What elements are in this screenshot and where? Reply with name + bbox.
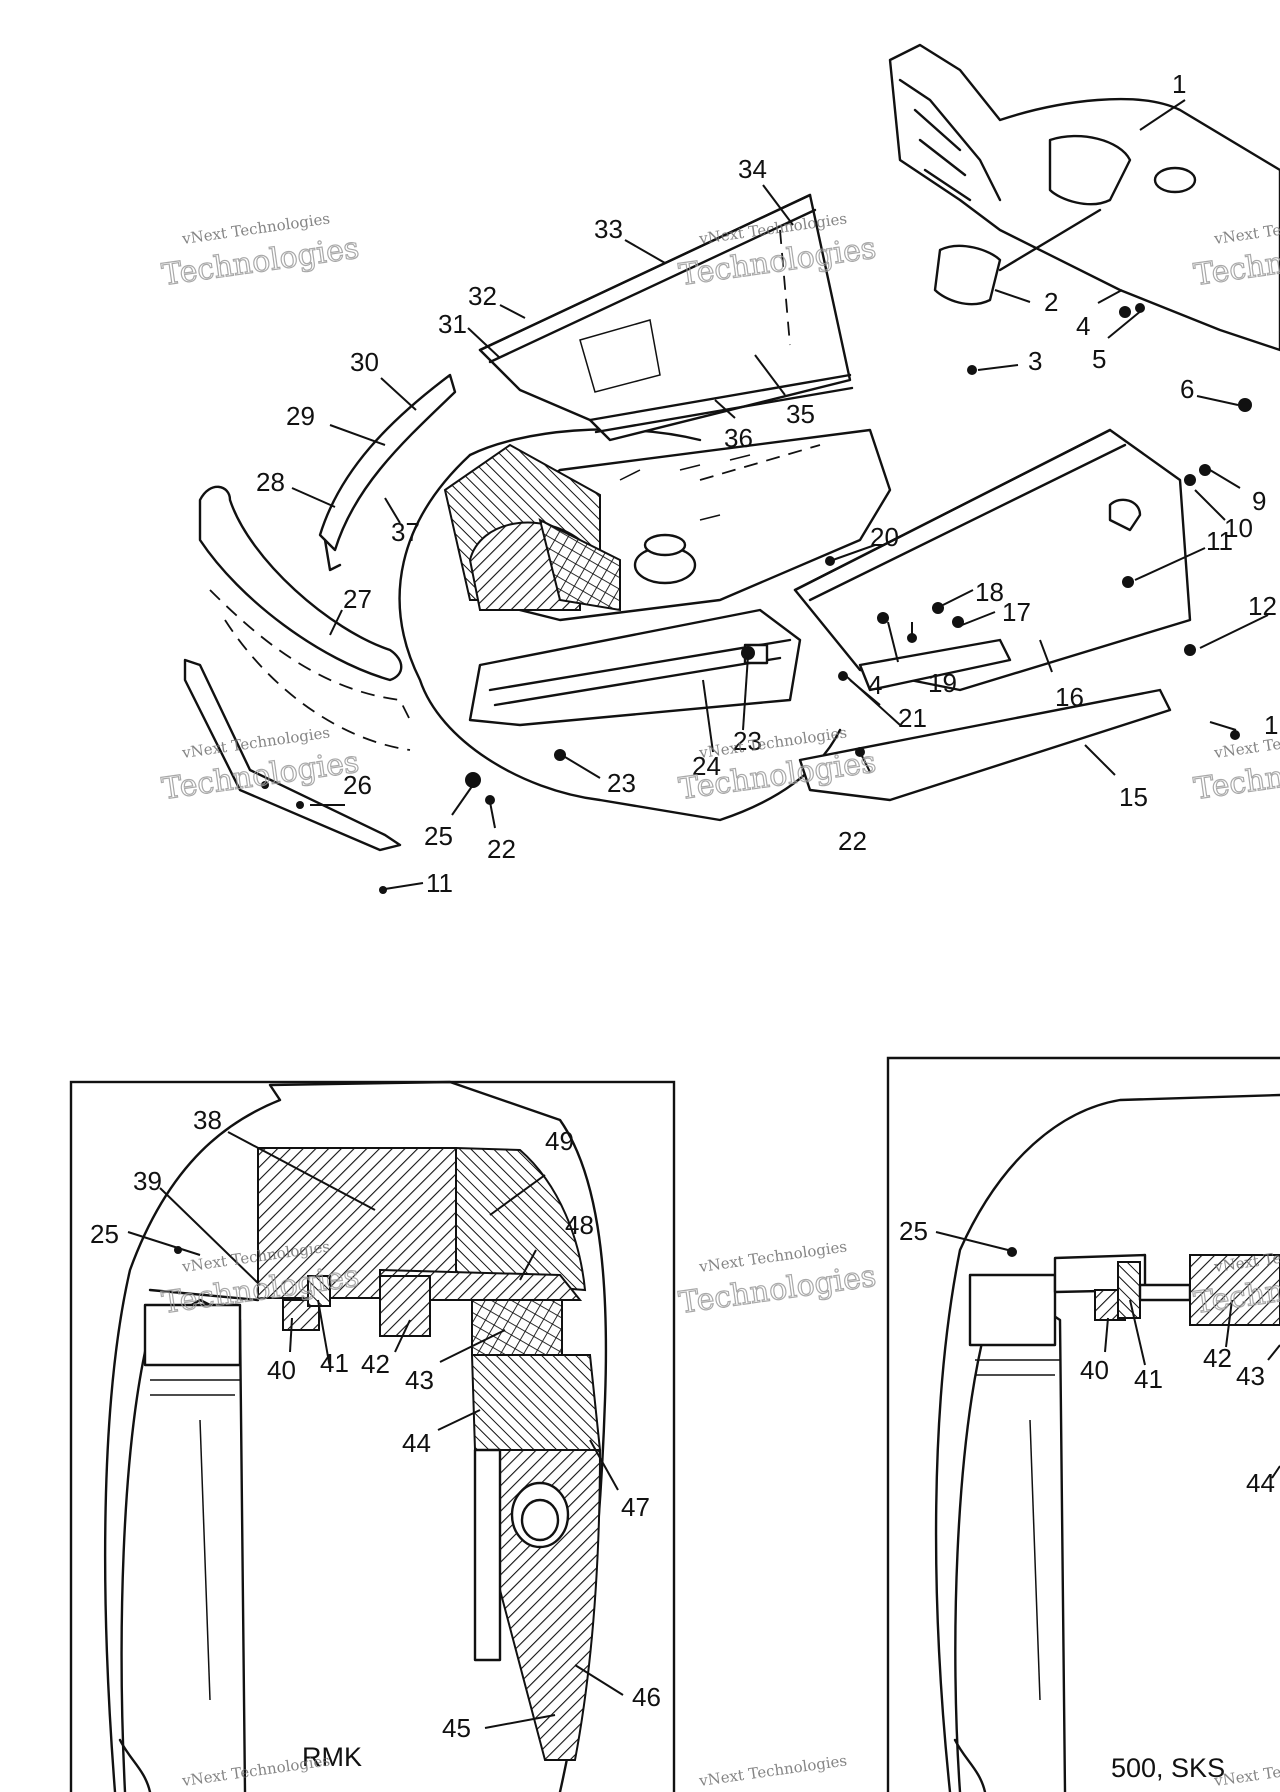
- callout: 25: [899, 1216, 928, 1246]
- callout: 1: [1264, 710, 1278, 740]
- callout: 11: [426, 868, 453, 898]
- callout: 22: [838, 826, 867, 856]
- callout: 12: [1248, 591, 1277, 621]
- callout: 47: [621, 1492, 650, 1522]
- callout: 5: [1092, 344, 1106, 374]
- callout: 41: [320, 1348, 349, 1378]
- watermark: vNext Technologies: [697, 1751, 848, 1790]
- block-r42: [1189, 1254, 1280, 1326]
- callout: 34: [738, 154, 767, 184]
- callout: 29: [286, 401, 315, 431]
- callout: 23: [733, 726, 762, 756]
- fasteners: [379, 303, 1252, 894]
- callout: 4: [868, 670, 882, 700]
- exploded-hood-assembly: 1 2 3 4 5 6 9 10 11 12 1 15 16 17 18 19 …: [183, 43, 1280, 898]
- callout: 6: [1180, 374, 1194, 404]
- callout: 31: [438, 309, 467, 339]
- svg-text:vNext Technologies: vNext Technologies: [180, 1751, 331, 1790]
- callout: 40: [267, 1355, 296, 1385]
- callout: 36: [724, 423, 753, 453]
- watermark: vNext Technologies Technologies: [159, 209, 362, 293]
- watermark: vNext Technologies Technologies: [676, 1237, 879, 1321]
- block-44: [470, 1354, 602, 1451]
- strip-part-15: [798, 688, 1172, 802]
- caption-500-sks: 500, SKS: [1111, 1753, 1225, 1783]
- block-42: [379, 1275, 431, 1337]
- callout: 28: [256, 467, 285, 497]
- callout: 41: [1134, 1364, 1163, 1394]
- callout: 26: [343, 770, 372, 800]
- callout: 11: [1206, 526, 1233, 556]
- callout: 46: [632, 1682, 661, 1712]
- trim-part-29: [318, 373, 457, 552]
- callout: 17: [1002, 597, 1031, 627]
- callout: 9: [1252, 486, 1266, 516]
- callout: 49: [545, 1126, 574, 1156]
- grab-handle: [1048, 134, 1132, 206]
- belly-pan-outline: [398, 453, 842, 822]
- side-panel-part-24: [468, 608, 802, 727]
- callout: 1: [1172, 69, 1186, 99]
- callout: 35: [786, 399, 815, 429]
- callout: 10: [1224, 513, 1253, 543]
- callout: 24: [692, 751, 721, 781]
- callout: 4: [1076, 311, 1090, 341]
- callout: 33: [594, 214, 623, 244]
- callout: 23: [607, 768, 636, 798]
- callout: 30: [350, 347, 379, 377]
- callout: 2: [1044, 287, 1058, 317]
- callout: 43: [1236, 1361, 1265, 1391]
- callout-labels: 1 2 3 4 5 6 9 10 11 12 1 15 16 17 18 19 …: [256, 69, 1278, 898]
- callout: 40: [1080, 1355, 1109, 1385]
- callout: 16: [1055, 682, 1084, 712]
- callout: 42: [1203, 1343, 1232, 1373]
- block-43: [471, 1299, 563, 1356]
- callout: 32: [468, 281, 497, 311]
- duct-part-2: [933, 244, 1002, 306]
- callout: 3: [1028, 346, 1042, 376]
- callout: 45: [442, 1713, 471, 1743]
- callout: 21: [898, 703, 927, 733]
- callout: 39: [133, 1166, 162, 1196]
- callout: 27: [343, 584, 372, 614]
- callout: 20: [870, 522, 899, 552]
- inset-500-sks: 25 40 41 42 43 44 500, SKS: [886, 1056, 1280, 1792]
- bumper-part-27: [198, 485, 403, 682]
- watermark: vNext Technologies: [180, 1751, 331, 1790]
- bracket-part-26: [183, 658, 402, 852]
- leader-lines: [291, 99, 1269, 890]
- callout: 25: [90, 1219, 119, 1249]
- callout: 19: [928, 668, 957, 698]
- block-40: [282, 1299, 320, 1331]
- svg-text:vNext Technologies: vNext Technologies: [697, 1751, 848, 1790]
- callout: 25: [424, 821, 453, 851]
- callout: 22: [487, 834, 516, 864]
- callout: 37: [391, 517, 420, 547]
- callout: 42: [361, 1349, 390, 1379]
- block-49: [455, 1146, 587, 1292]
- callout: 18: [975, 577, 1004, 607]
- block-r41: [1117, 1261, 1141, 1319]
- inset-rmk: 38 39 25 40 41 42 43 44 45 46 47 48 49 R…: [69, 1080, 676, 1792]
- callout: 48: [565, 1210, 594, 1240]
- callout: 44: [1246, 1468, 1275, 1498]
- callout: 38: [193, 1105, 222, 1135]
- callout: 44: [402, 1428, 431, 1458]
- callout: 15: [1119, 782, 1148, 812]
- caption-rmk: RMK: [302, 1742, 362, 1772]
- callout: 43: [405, 1365, 434, 1395]
- strip-part-22: [858, 638, 1012, 692]
